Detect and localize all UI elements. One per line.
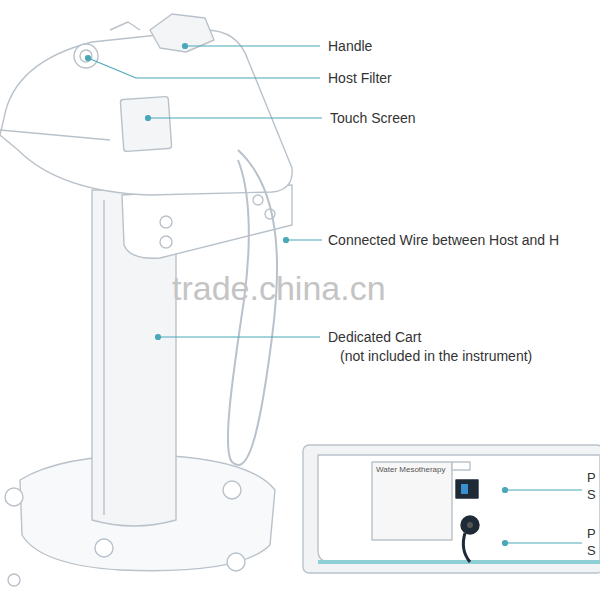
watermark: trade.china.cn	[172, 268, 386, 309]
part-label: Dedicated Cart	[328, 329, 421, 346]
part-note: (not included in the instrument)	[340, 348, 532, 365]
part-label: Host Filter	[328, 70, 392, 87]
part-label: Touch Screen	[330, 110, 416, 127]
leader-lines	[86, 44, 583, 546]
part-label: Connected Wire between Host and H	[328, 232, 559, 249]
part-label: P	[587, 470, 596, 486]
part-label: S	[587, 487, 596, 503]
device-label: Water Mesotherapy	[376, 465, 446, 475]
part-label: P	[587, 526, 596, 542]
part-label: S	[587, 543, 596, 559]
part-label: Handle	[328, 38, 372, 55]
